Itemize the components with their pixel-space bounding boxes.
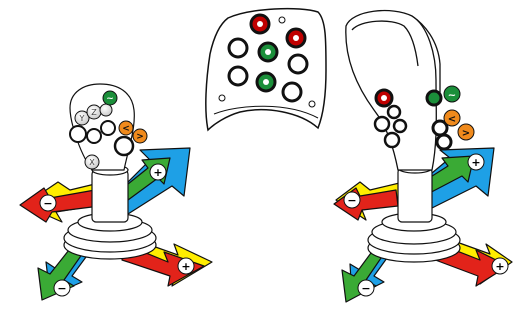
faceplate-screw-1 bbox=[278, 16, 286, 24]
left-mid-button-1[interactable] bbox=[69, 125, 87, 143]
right-button-4[interactable] bbox=[383, 131, 401, 149]
tilde-badge-right: ~ bbox=[443, 85, 461, 103]
less-badge-right: < bbox=[443, 109, 461, 127]
right-button-3[interactable] bbox=[392, 118, 408, 134]
right-green-button[interactable] bbox=[425, 89, 443, 107]
left-top-button[interactable] bbox=[99, 103, 113, 117]
svg-text:>: > bbox=[462, 128, 470, 139]
faceplate-button-1[interactable] bbox=[227, 37, 249, 59]
left-joystick: Y Z X ~ < bbox=[19, 83, 213, 301]
svg-text:~: ~ bbox=[106, 94, 114, 104]
less-badge-left: < bbox=[118, 120, 134, 136]
faceplate-screw-2 bbox=[218, 94, 226, 102]
plus-badge-left-bottom: + bbox=[177, 257, 195, 275]
right-side-button-1[interactable] bbox=[431, 119, 449, 137]
y-button[interactable]: Y bbox=[74, 110, 90, 126]
faceplate-button-4[interactable] bbox=[281, 81, 303, 103]
greater-badge-left: > bbox=[132, 128, 148, 144]
svg-text:−: − bbox=[43, 197, 52, 210]
right-button-2[interactable] bbox=[373, 115, 391, 133]
right-side-button-2[interactable] bbox=[435, 133, 453, 151]
tilde-badge-left: ~ bbox=[102, 90, 118, 106]
right-joystick: ~ < > + − + bbox=[333, 9, 513, 303]
svg-text:+: + bbox=[153, 166, 162, 179]
left-base bbox=[63, 164, 157, 260]
svg-text:Y: Y bbox=[79, 114, 85, 123]
faceplate-screw-3 bbox=[308, 100, 316, 108]
svg-text:<: < bbox=[122, 124, 130, 134]
right-plus-minus-badges: + − + − bbox=[343, 153, 509, 297]
minus-badge-left-bottom: − bbox=[53, 279, 71, 297]
svg-text:+: + bbox=[181, 260, 190, 273]
z-button[interactable]: Z bbox=[86, 104, 102, 120]
faceplate-button-2[interactable] bbox=[287, 53, 309, 75]
plus-badge-right-top: + bbox=[467, 153, 485, 171]
svg-text:−: − bbox=[57, 282, 66, 295]
greater-badge-right: > bbox=[457, 123, 475, 141]
plus-badge-right-bottom: + bbox=[491, 257, 509, 275]
left-plus-minus-badges: + − + − bbox=[39, 163, 195, 297]
center-faceplate bbox=[205, 7, 327, 132]
svg-text:X: X bbox=[89, 158, 95, 167]
svg-text:+: + bbox=[471, 156, 480, 169]
svg-text:Z: Z bbox=[91, 108, 97, 117]
svg-text:−: − bbox=[361, 282, 370, 295]
svg-text:>: > bbox=[136, 132, 144, 142]
minus-badge-left-top: − bbox=[39, 194, 57, 212]
right-button-1[interactable] bbox=[386, 104, 402, 120]
faceplate-button-3[interactable] bbox=[227, 65, 249, 87]
svg-text:~: ~ bbox=[448, 90, 456, 101]
faceplate-inner-edge bbox=[213, 105, 319, 119]
svg-text:<: < bbox=[448, 114, 456, 125]
left-buttons: Y Z X ~ < bbox=[69, 90, 148, 170]
minus-badge-right-top: − bbox=[343, 191, 361, 209]
left-mid-button-3[interactable] bbox=[100, 120, 116, 136]
svg-text:−: − bbox=[347, 194, 356, 207]
x-button[interactable]: X bbox=[84, 154, 100, 170]
minus-badge-right-bottom: − bbox=[357, 279, 375, 297]
right-buttons: ~ < > bbox=[373, 85, 475, 151]
left-mid-button-2[interactable] bbox=[86, 128, 102, 144]
faceplate-buttons bbox=[218, 13, 316, 108]
svg-text:+: + bbox=[495, 260, 504, 273]
plus-badge-left-top: + bbox=[149, 163, 167, 181]
left-side-button[interactable] bbox=[113, 135, 135, 157]
